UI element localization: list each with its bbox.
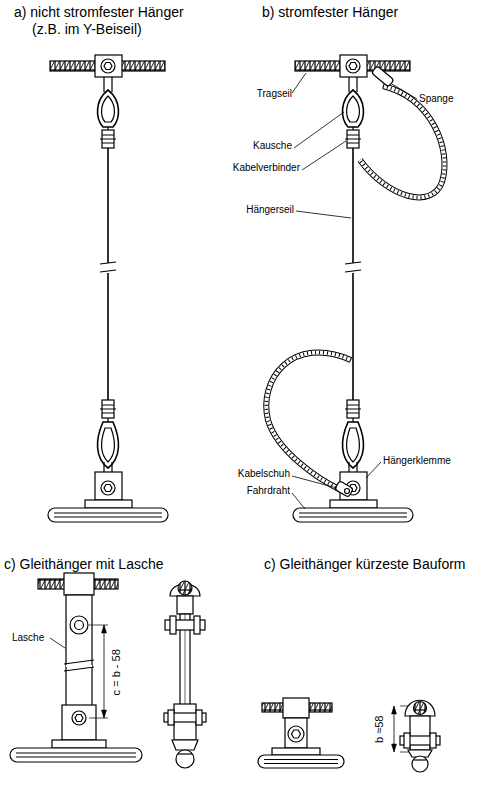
drawing-stroke bbox=[392, 84, 417, 99]
drawing-stroke bbox=[52, 740, 106, 748]
drawing-stroke bbox=[10, 748, 142, 762]
heading: c) Gleithänger mit Lasche bbox=[4, 556, 164, 572]
drawing-stroke bbox=[89, 625, 108, 718]
drawing-stroke bbox=[16, 753, 136, 757]
sliding-dropper-strap bbox=[10, 573, 206, 768]
drawing-stroke bbox=[196, 710, 202, 725]
drawing-stroke bbox=[258, 755, 344, 768]
drawing-stroke bbox=[283, 698, 309, 718]
part-name: Hängerseil bbox=[246, 204, 294, 216]
part-name: Spange bbox=[419, 93, 453, 105]
heading: b) stromfester Hänger bbox=[262, 4, 398, 20]
drawing-stroke bbox=[168, 710, 174, 725]
drawing-stroke bbox=[412, 756, 428, 772]
drawing-stroke bbox=[366, 462, 381, 478]
part-name: Hängerklemme bbox=[383, 455, 451, 467]
drawing-stroke bbox=[288, 726, 304, 742]
drawing-stroke bbox=[414, 702, 427, 715]
current-loops bbox=[266, 66, 444, 497]
drawing-stroke bbox=[102, 625, 107, 718]
part-name: Kabelschuh bbox=[238, 468, 290, 480]
drawing-stroke bbox=[178, 581, 192, 595]
drawing-stroke bbox=[292, 730, 301, 738]
cable-lug bbox=[335, 481, 354, 498]
drawing-stroke bbox=[66, 665, 92, 667]
drawing-stroke bbox=[430, 733, 436, 748]
non-current-dropper bbox=[48, 55, 168, 522]
drawing-stroke bbox=[292, 73, 306, 93]
drawing-stroke bbox=[178, 753, 192, 754]
drawing-stroke bbox=[392, 706, 397, 752]
drawing-stroke bbox=[414, 759, 426, 760]
drawing-stroke bbox=[302, 141, 346, 170]
drawing-stroke bbox=[264, 760, 338, 764]
drawing-stroke bbox=[70, 616, 88, 634]
drawing-stroke bbox=[172, 740, 198, 750]
drawing-stroke bbox=[294, 112, 344, 148]
drawing-stroke bbox=[177, 596, 193, 614]
drawing-stroke bbox=[405, 700, 435, 716]
drawing-stroke bbox=[404, 733, 410, 748]
drawing-stroke bbox=[75, 715, 83, 722]
dimension: c = b - 58 bbox=[110, 649, 123, 695]
dimension: b ≈58 bbox=[374, 715, 387, 742]
heading: a) nicht stromfester Hänger bbox=[14, 4, 184, 20]
spange-clip bbox=[371, 66, 394, 87]
drawing-stroke bbox=[285, 718, 307, 748]
drawing-stroke bbox=[296, 211, 351, 218]
part-name: Kabelverbinder bbox=[233, 162, 300, 174]
drawing-stroke bbox=[292, 493, 305, 509]
part-name: Lasche bbox=[12, 632, 44, 644]
drawing-stroke bbox=[292, 476, 337, 488]
part-name: Tragseil bbox=[257, 88, 292, 100]
drawing-stroke bbox=[194, 616, 200, 634]
sliding-dropper-short bbox=[258, 698, 440, 772]
current-carrying-dropper bbox=[293, 55, 413, 522]
drawing-stroke bbox=[176, 750, 194, 768]
drawing-stroke bbox=[104, 625, 105, 718]
drawing-stroke bbox=[272, 748, 320, 755]
heading: c) Gleithänger kürzeste Bauform bbox=[264, 556, 466, 572]
drawing-stroke bbox=[62, 705, 96, 740]
drawing-stroke bbox=[75, 621, 84, 630]
drawing-stroke bbox=[64, 573, 94, 595]
drawing-stroke bbox=[345, 489, 350, 494]
part-name: Fahrdraht bbox=[247, 485, 290, 497]
drawing-stroke bbox=[293, 55, 413, 522]
drawing-stroke bbox=[170, 616, 176, 634]
part-name: Kausche bbox=[253, 140, 292, 152]
drawing-stroke bbox=[72, 711, 86, 725]
heading: (z.B. im Y-Beiseil) bbox=[32, 21, 142, 37]
drawing-stroke bbox=[50, 638, 65, 648]
drawing-stroke bbox=[64, 660, 94, 671]
